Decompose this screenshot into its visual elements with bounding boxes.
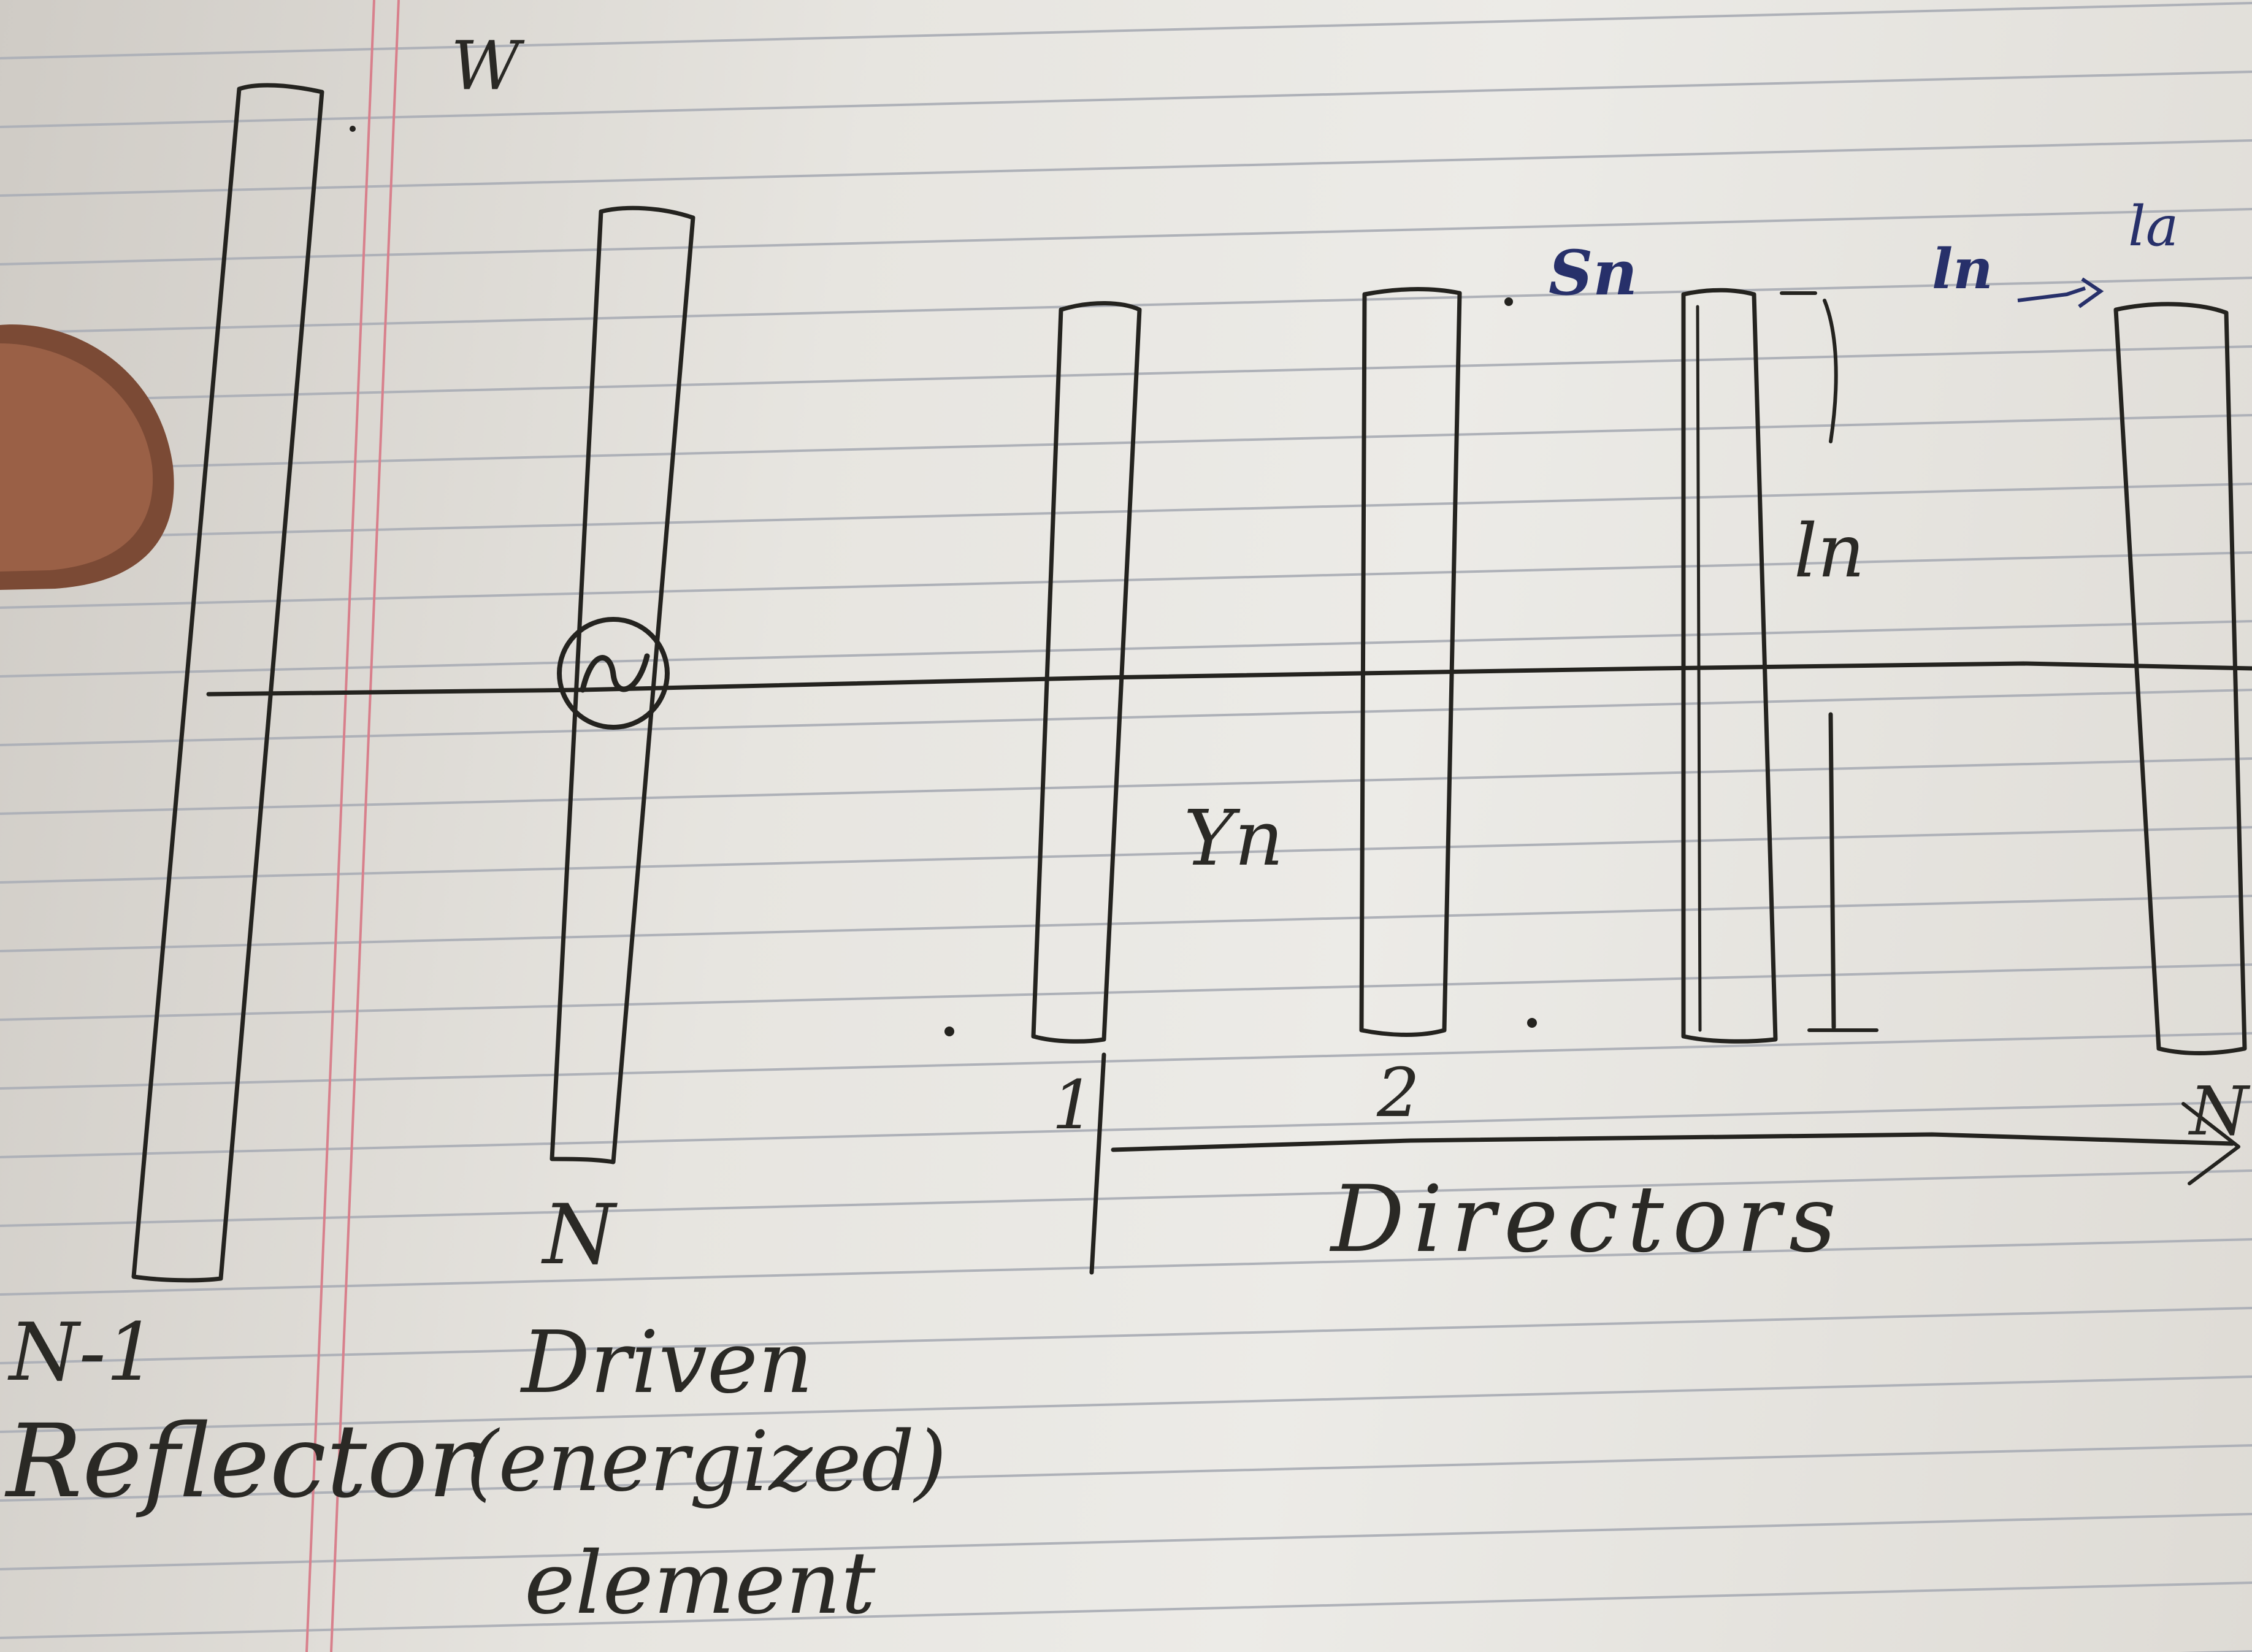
rule-line: [0, 1169, 2252, 1227]
rule-line: [0, 2, 2252, 59]
directors-bracket: [1111, 1102, 2240, 1185]
energized-label: (energized): [466, 1413, 947, 1510]
length-dimension: [1780, 291, 1879, 1032]
director-3: [1681, 288, 1778, 1044]
rule-line: [0, 1307, 2252, 1364]
rule-line: [0, 414, 2252, 472]
rule-line: [0, 757, 2252, 815]
director-1-label: 1: [1052, 1066, 1095, 1144]
spacing-label: Yn: [1184, 794, 1284, 883]
top-mark: W: [451, 26, 525, 105]
driven-element: [550, 205, 695, 1164]
rule-line: [0, 71, 2252, 128]
top-right-dimension: [2017, 277, 2104, 308]
directors-label: Directors: [1329, 1166, 1845, 1273]
top-length-label-2: la: [2128, 194, 2178, 259]
director-n: [2113, 302, 2247, 1055]
rule-line: [0, 345, 2252, 403]
element-label: element: [524, 1534, 876, 1634]
rule-line: [0, 483, 2252, 540]
director-2: [1359, 287, 1462, 1037]
driven-label: Driven: [519, 1313, 813, 1413]
top-spacing-label: Sn: [1549, 237, 1637, 309]
boom-line: [206, 661, 2252, 697]
director-n-label: N: [2188, 1072, 2251, 1150]
feed-point-circle: [557, 617, 670, 730]
margin-lines: [305, 0, 400, 1652]
dots: [350, 126, 1537, 1036]
top-length-label: ln: [1932, 237, 1993, 302]
length-label: ln: [1794, 509, 1865, 594]
rule-line: [0, 1581, 2252, 1639]
rule-line: [0, 1238, 2252, 1296]
reflector-element: [131, 83, 324, 1283]
rule-line: [0, 1513, 2252, 1570]
rule-line: [0, 139, 2252, 197]
rule-line: [0, 963, 2252, 1021]
rule-line: [0, 208, 2252, 266]
driven-index-label: N: [541, 1187, 618, 1283]
reflector-index-label: N-1: [7, 1306, 156, 1399]
director-1: [1031, 301, 1142, 1275]
reflector-label: Reflector: [4, 1402, 482, 1520]
rule-line: [0, 1032, 2252, 1090]
rule-line: [0, 689, 2252, 746]
thumb: [0, 324, 174, 590]
director-2-label: 2: [1376, 1054, 1420, 1132]
